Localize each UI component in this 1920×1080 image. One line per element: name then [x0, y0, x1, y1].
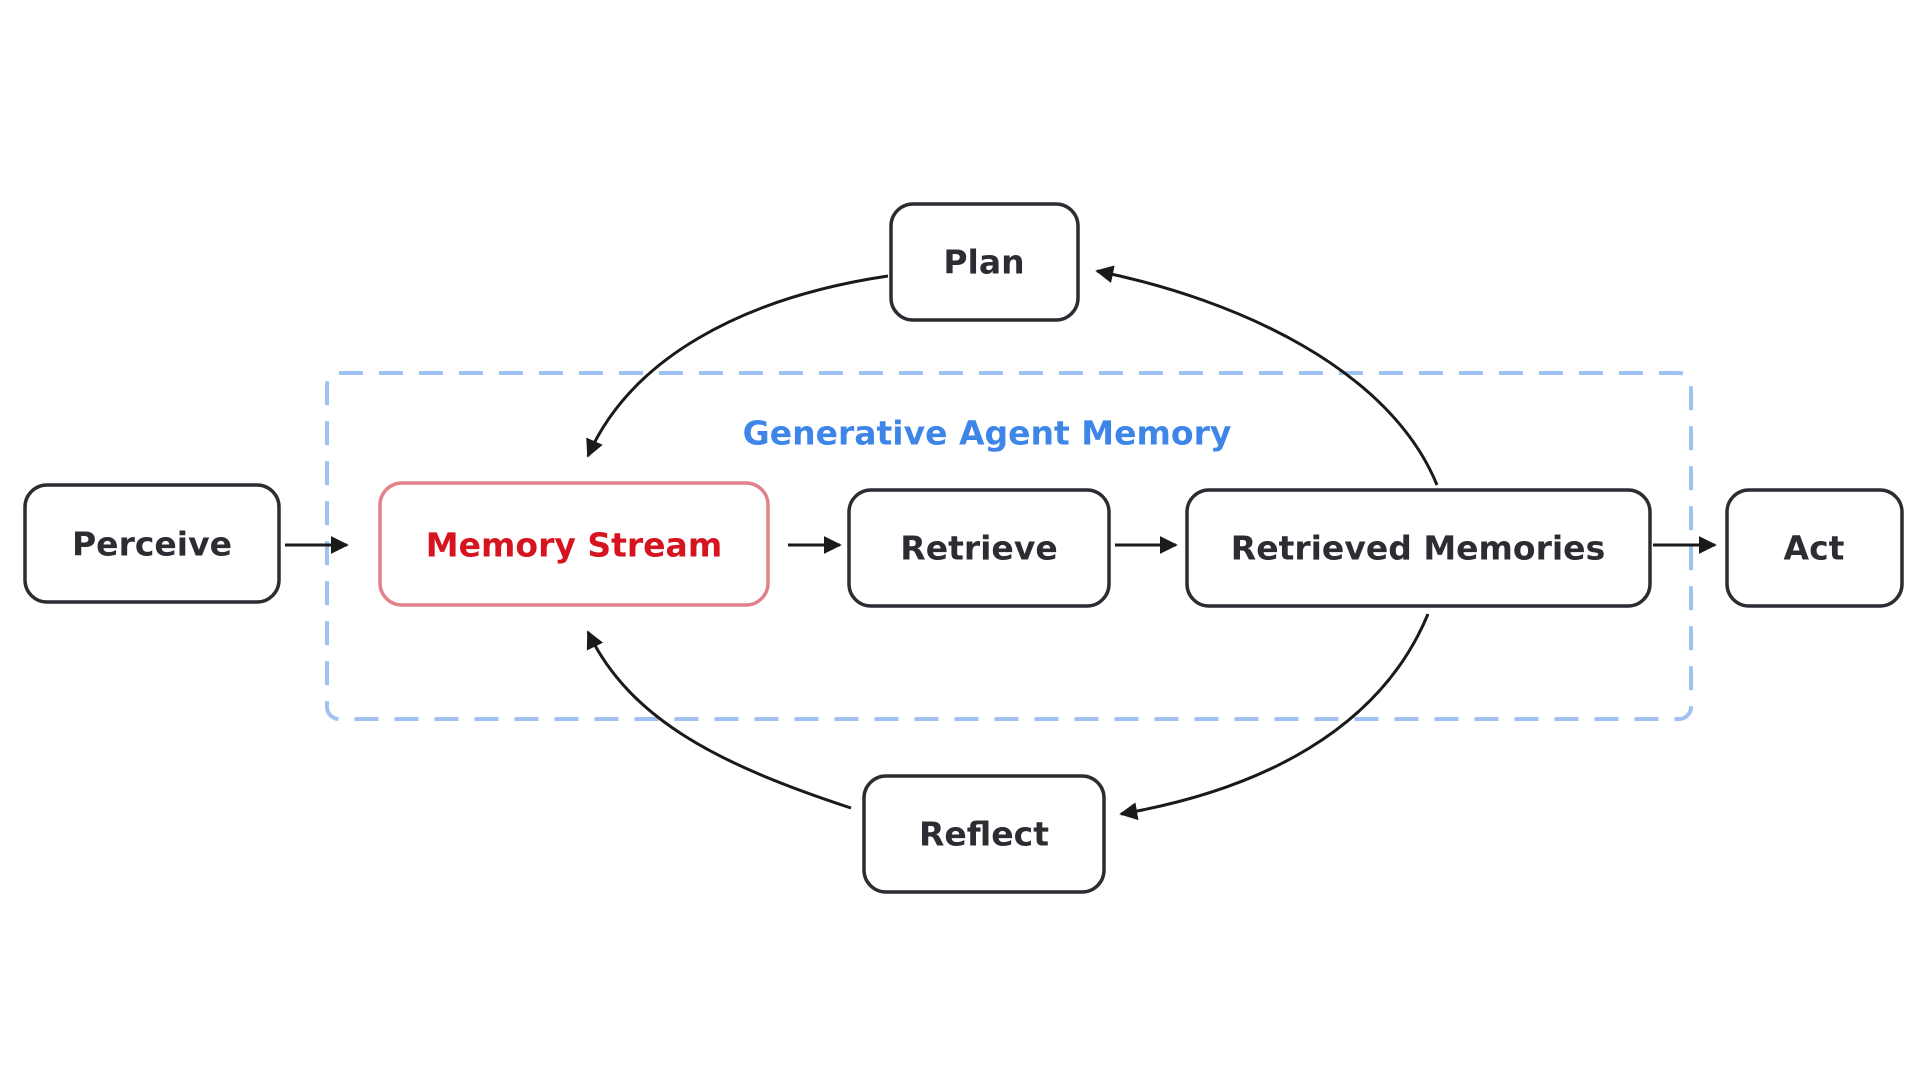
- group-title: Generative Agent Memory: [743, 414, 1232, 453]
- edge-plan-to-memory-stream: [586, 274, 889, 458]
- node-retrieve-label: Retrieve: [900, 529, 1057, 568]
- node-reflect-box: [862, 774, 1106, 894]
- node-act[interactable]: Act: [1725, 488, 1904, 608]
- node-retrieve-box: [847, 488, 1111, 608]
- node-retrieved-memories-label: Retrieved Memories: [1231, 529, 1605, 568]
- node-memory-stream-box: [378, 481, 770, 607]
- node-retrieve[interactable]: Retrieve: [847, 488, 1111, 608]
- node-retrieved-memories[interactable]: Retrieved Memories: [1185, 488, 1652, 608]
- node-act-box: [1725, 488, 1904, 608]
- node-plan[interactable]: Plan: [889, 202, 1080, 322]
- feedback-edges: [586, 265, 1439, 821]
- node-perceive-label: Perceive: [72, 525, 232, 564]
- node-memory-stream-label: Memory Stream: [426, 526, 722, 565]
- node-perceive-box: [23, 483, 281, 604]
- node-memory-stream[interactable]: Memory Stream: [378, 481, 770, 607]
- node-perceive[interactable]: Perceive: [23, 483, 281, 604]
- node-plan-box: [889, 202, 1080, 322]
- node-reflect[interactable]: Reflect: [862, 774, 1106, 894]
- node-act-label: Act: [1784, 529, 1845, 568]
- node-retrieved-memories-box: [1185, 488, 1652, 608]
- node-reflect-label: Reflect: [919, 815, 1049, 854]
- edge-reflect-to-memory-stream: [586, 630, 852, 810]
- edge-retrieved-memories-to-reflect: [1119, 613, 1430, 821]
- edge-retrieved-memories-to-plan: [1095, 265, 1439, 486]
- node-plan-label: Plan: [943, 243, 1024, 282]
